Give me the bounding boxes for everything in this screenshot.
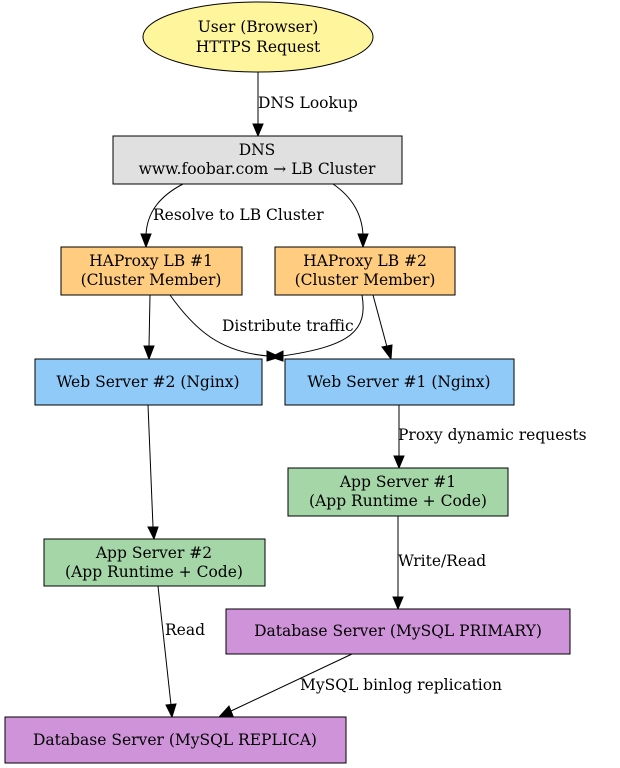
node-app2: App Server #2 (App Runtime + Code) — [43, 538, 266, 587]
node-lb2-line1: HAProxy LB #2 — [303, 252, 427, 270]
node-app1: App Server #1 (App Runtime + Code) — [287, 467, 509, 517]
node-dns: DNS www.foobar.com → LB Cluster — [112, 135, 403, 185]
edge-label-proxy-dynamic: Proxy dynamic requests — [398, 426, 587, 444]
node-db-replica-line1: Database Server (MySQL REPLICA) — [33, 731, 317, 749]
node-db-replica-shape — [4, 716, 347, 764]
node-lb2-shape — [274, 246, 456, 296]
edge-label-distribute-traffic: Distribute traffic — [222, 317, 354, 335]
node-web1: Web Server #1 (Nginx) — [284, 358, 515, 406]
edge-label-dns-lookup: DNS Lookup — [258, 94, 358, 112]
node-dns-line2: www.foobar.com → LB Cluster — [139, 160, 376, 178]
edges — [140, 72, 405, 719]
node-web2-shape — [34, 358, 263, 406]
edge-dns-to-lb2 — [332, 183, 364, 236]
node-web2: Web Server #2 (Nginx) — [34, 358, 263, 406]
arrow-dns-to-lb2 — [357, 233, 369, 249]
node-lb2-line2: (Cluster Member) — [295, 271, 436, 289]
arrow-app2-to-db-replica — [165, 703, 177, 719]
node-lb1-shape — [60, 246, 243, 296]
node-db-primary-shape — [225, 608, 571, 655]
edge-db-primary-to-db-replica — [230, 653, 353, 712]
arrow-lb2-to-web1 — [381, 344, 393, 361]
edge-label-resolve-to-lb: Resolve to LB Cluster — [153, 206, 324, 224]
edge-app2-to-db-replica — [157, 585, 172, 706]
node-lb1-line1: HAProxy LB #1 — [89, 252, 213, 270]
node-user: User (Browser) HTTPS Request — [142, 1, 374, 73]
node-user-line1: User (Browser) — [198, 18, 319, 36]
edge-labels: DNS Lookup Resolve to LB Cluster Distrib… — [153, 94, 587, 694]
edge-dns-to-lb1 — [145, 183, 184, 236]
node-user-shape — [142, 1, 374, 73]
node-app1-line2: (App Runtime + Code) — [309, 492, 487, 510]
node-app2-line2: (App Runtime + Code) — [65, 563, 243, 581]
edge-lb2-to-web2 — [281, 294, 364, 357]
arrow-lb2-to-web2 — [269, 350, 284, 362]
node-web1-line1: Web Server #1 (Nginx) — [307, 373, 490, 391]
node-app2-line1: App Server #2 — [95, 544, 212, 562]
edge-lb1-to-web2 — [148, 294, 151, 348]
arrow-user-to-dns — [252, 123, 264, 138]
node-user-line2: HTTPS Request — [196, 38, 321, 56]
node-lb1: HAProxy LB #1 (Cluster Member) — [60, 246, 243, 296]
arrow-db-primary-to-db-replica — [217, 705, 234, 718]
node-web2-line1: Web Server #2 (Nginx) — [56, 373, 239, 391]
edge-label-read: Read — [165, 621, 205, 639]
edge-label-write-read: Write/Read — [398, 552, 486, 570]
arrow-lb1-to-web2 — [143, 345, 155, 361]
node-db-primary-line1: Database Server (MySQL PRIMARY) — [254, 622, 542, 640]
arrow-dns-to-lb1 — [140, 233, 152, 249]
edge-lb2-to-web1 — [372, 294, 388, 348]
arrow-web2-to-app2 — [147, 526, 159, 541]
node-dns-shape — [112, 135, 403, 185]
node-dns-line1: DNS — [239, 141, 276, 159]
node-lb2: HAProxy LB #2 (Cluster Member) — [274, 246, 456, 296]
nodes: User (Browser) HTTPS Request DNS www.foo… — [4, 1, 571, 764]
arrow-app1-to-db-primary — [392, 596, 404, 611]
node-web1-shape — [284, 358, 515, 406]
node-lb1-line2: (Cluster Member) — [81, 271, 222, 289]
edge-label-binlog-replication: MySQL binlog replication — [300, 676, 502, 694]
arrow-web1-to-app1 — [393, 455, 405, 470]
edge-web2-to-app2 — [147, 404, 154, 528]
node-app1-line1: App Server #1 — [339, 473, 456, 491]
node-db-replica: Database Server (MySQL REPLICA) — [4, 716, 347, 764]
node-app2-shape — [43, 538, 266, 587]
node-app1-shape — [287, 467, 509, 517]
edge-lb1-to-web1 — [169, 294, 269, 357]
node-db-primary: Database Server (MySQL PRIMARY) — [225, 608, 571, 655]
